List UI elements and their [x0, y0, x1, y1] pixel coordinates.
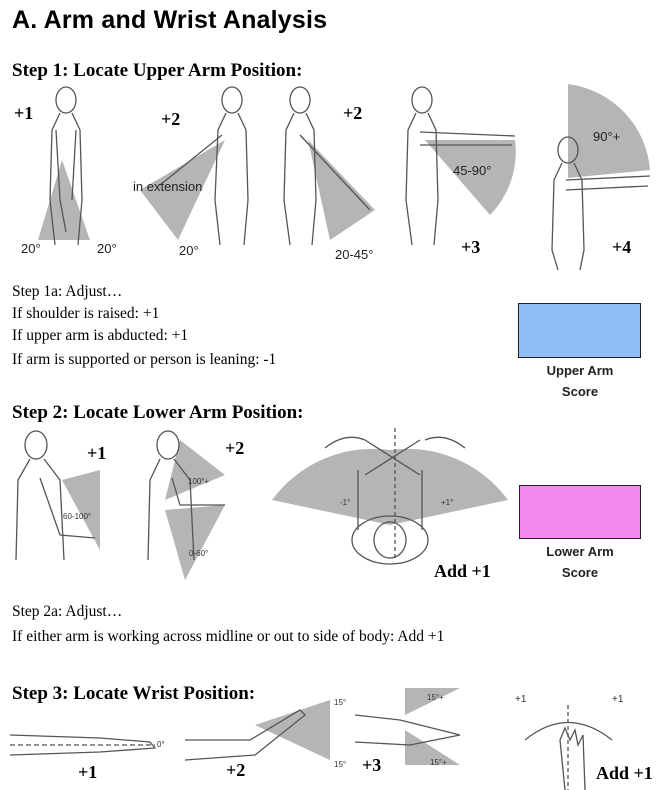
angle-label: 15° [334, 760, 346, 769]
step2-heading: Step 2: Locate Lower Arm Position: [12, 402, 303, 424]
step1a-line: If upper arm is abducted: +1 [12, 327, 188, 345]
score-label-line: Lower Arm [518, 541, 642, 562]
upper-arm-score-fig5: +4 [612, 237, 631, 258]
wrist-score-fig1: +1 [78, 762, 97, 783]
lower-arm-score-label: Lower Arm Score [518, 541, 642, 583]
step2a-heading: Step 2a: Adjust… [12, 603, 122, 621]
score-label-line: Score [518, 562, 642, 583]
angle-label: -1° [340, 498, 350, 507]
angle-label: 45-90° [453, 163, 491, 178]
angle-label: 15° [334, 698, 346, 707]
lower-arm-score-box[interactable] [519, 485, 641, 539]
lower-arm-add: Add +1 [434, 561, 491, 582]
lower-arm-100-plus-wedge [165, 440, 225, 500]
lower-arm-midline-wedge [272, 449, 508, 525]
angle-label: 20° [21, 241, 41, 256]
lower-arm-score-fig2: +2 [225, 438, 244, 459]
lower-arm-score-fig1: +1 [87, 443, 106, 464]
angle-label: +1 [612, 694, 623, 705]
step3-heading: Step 3: Locate Wrist Position: [12, 683, 255, 705]
step1a-heading: Step 1a: Adjust… [12, 283, 122, 301]
angle-label: +1° [441, 498, 453, 507]
lower-arm-0-60-wedge [165, 505, 225, 580]
angle-label: 90°+ [593, 129, 620, 144]
upper-arm-score-box[interactable] [518, 303, 641, 358]
angle-label: 0° [157, 740, 165, 749]
upper-arm-score-fig2: +2 [161, 109, 180, 130]
upper-arm-score-fig1: +1 [14, 103, 33, 124]
upper-arm-score-fig3: +2 [343, 103, 362, 124]
wrist-score-fig3: +3 [362, 755, 381, 776]
angle-label: 20-45° [335, 247, 373, 262]
score-label-line: Upper Arm [518, 360, 642, 381]
angle-label: +1 [515, 694, 526, 705]
angle-label: in extension [133, 179, 202, 194]
angle-label: 100°+ [188, 477, 209, 486]
upper-arm-score-label: Upper Arm Score [518, 360, 642, 402]
angle-label: 60-100° [63, 512, 91, 521]
step2a-line: If either arm is working across midline … [12, 628, 444, 646]
angle-label: 20° [97, 241, 117, 256]
angle-label: 15°+ [430, 758, 447, 767]
score-label-line: Score [518, 381, 642, 402]
wrist-score-fig2: +2 [226, 760, 245, 781]
angle-label: 15°+ [427, 693, 444, 702]
wrist-add: Add +1 [596, 763, 653, 784]
angle-label: 0-60° [189, 549, 208, 558]
step1a-line: If shoulder is raised: +1 [12, 305, 159, 323]
upper-arm-score-fig4: +3 [461, 237, 480, 258]
angle-label: 20° [179, 243, 199, 258]
step1a-line: If arm is supported or person is leaning… [12, 351, 276, 369]
